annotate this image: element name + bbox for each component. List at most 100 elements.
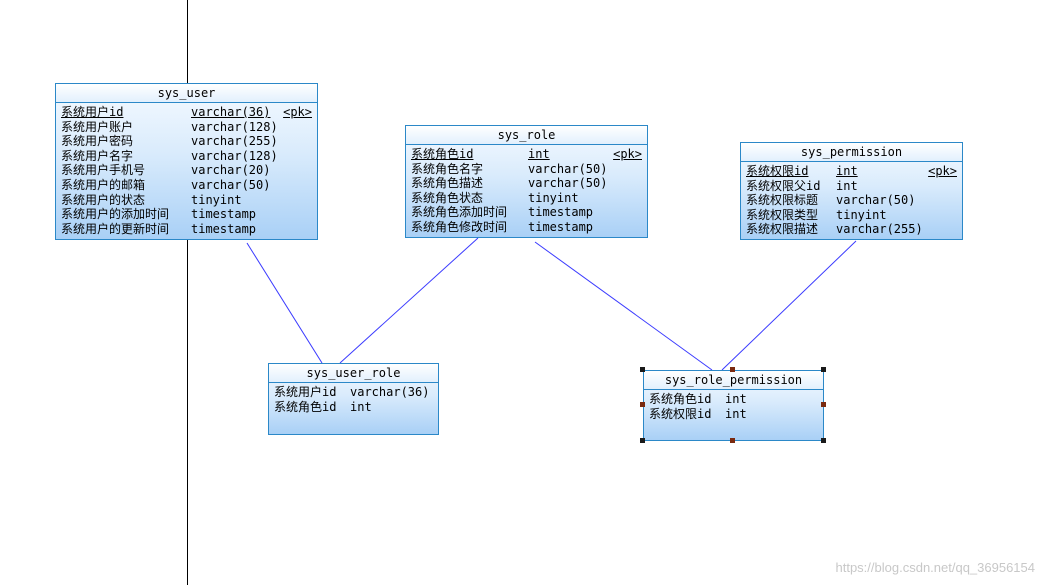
resize-handle-bottom-left[interactable] xyxy=(640,438,645,443)
vertical-guide-line xyxy=(187,0,188,585)
column-type: varchar(255) xyxy=(191,134,278,149)
column-name: 系统用户的邮箱 xyxy=(61,177,146,192)
column-row[interactable]: 系统用户id varchar(36) xyxy=(274,385,433,400)
column-type: varchar(50) xyxy=(528,176,608,191)
column-row[interactable]: 系统用户账户 varchar(128) xyxy=(61,120,312,135)
column-type: varchar(36) xyxy=(191,105,271,119)
link-role-to-user-role[interactable] xyxy=(339,237,479,364)
column-row[interactable]: 系统用户名字 varchar(128) xyxy=(61,149,312,164)
column-row[interactable]: 系统角色添加时间 timestamp xyxy=(411,205,642,220)
column-row[interactable]: 系统角色状态 tinyint xyxy=(411,191,642,206)
resize-handle-top-right[interactable] xyxy=(821,367,826,372)
column-name: 系统权限类型 xyxy=(746,207,819,222)
link-user-to-user-role[interactable] xyxy=(246,242,323,364)
column-type: varchar(50) xyxy=(191,177,271,192)
entity-columns: 系统角色id int 系统权限id int xyxy=(644,390,823,423)
column-name: 系统角色状态 xyxy=(411,190,484,205)
column-type: varchar(20) xyxy=(191,163,271,178)
resize-handle-right[interactable] xyxy=(821,402,826,407)
column-name: 系统角色添加时间 xyxy=(411,205,508,220)
entity-title: sys_permission xyxy=(741,143,962,162)
column-name: 系统权限id xyxy=(649,406,712,421)
column-name: 系统角色修改时间 xyxy=(411,219,508,234)
entity-title: sys_user_role xyxy=(269,364,438,383)
column-name: 系统用户名字 xyxy=(61,148,134,163)
column-row[interactable]: 系统权限类型 tinyint xyxy=(746,208,957,223)
column-type: timestamp xyxy=(191,207,257,222)
link-permission-to-role-permission[interactable] xyxy=(721,240,857,371)
column-type: varchar(128) xyxy=(191,119,278,134)
resize-handle-bottom-right[interactable] xyxy=(821,438,826,443)
column-name: 系统权限描述 xyxy=(746,222,819,237)
column-row[interactable]: 系统用户id varchar(36) <pk> xyxy=(61,105,312,120)
resize-handle-left[interactable] xyxy=(640,402,645,407)
column-row[interactable]: 系统用户手机号 varchar(20) xyxy=(61,163,312,178)
column-row[interactable]: 系统权限id int xyxy=(649,407,818,422)
resize-handle-top-left[interactable] xyxy=(640,367,645,372)
column-type: varchar(255) xyxy=(836,222,923,237)
link-role-to-role-permission[interactable] xyxy=(534,241,713,371)
column-name: 系统权限id xyxy=(746,164,809,178)
entity-sys-user[interactable]: sys_user 系统用户id varchar(36) <pk> 系统用户账户 varc… xyxy=(55,83,318,240)
column-row[interactable]: 系统角色id int xyxy=(649,392,818,407)
entity-title: sys_role_permission xyxy=(644,371,823,390)
column-row[interactable]: 系统用户的更新时间 timestamp xyxy=(61,222,312,237)
column-type: timestamp xyxy=(528,205,594,220)
column-type: varchar(36) xyxy=(350,385,430,399)
column-name: 系统用户id xyxy=(61,105,124,119)
watermark: https://blog.csdn.net/qq_36956154 xyxy=(835,560,1036,575)
column-row[interactable]: 系统用户的邮箱 varchar(50) xyxy=(61,178,312,193)
resize-handle-top[interactable] xyxy=(730,367,735,372)
column-name: 系统角色描述 xyxy=(411,176,484,191)
column-type: tinyint xyxy=(191,192,242,207)
column-row[interactable]: 系统角色描述 varchar(50) xyxy=(411,176,642,191)
entity-sys-role-permission[interactable]: sys_role_permission 系统角色id int 系统权限id int xyxy=(643,370,824,441)
column-name: 系统用户的更新时间 xyxy=(61,221,170,236)
column-type: int xyxy=(725,406,747,421)
column-name: 系统权限父id xyxy=(746,178,821,193)
column-name: 系统权限标题 xyxy=(746,193,819,208)
primary-key-marker: <pk> xyxy=(928,164,957,178)
column-type: timestamp xyxy=(191,221,257,236)
entity-title: sys_user xyxy=(56,84,317,103)
column-row[interactable]: 系统权限描述 varchar(255) xyxy=(746,222,957,237)
column-name: 系统用户密码 xyxy=(61,134,134,149)
column-type: int xyxy=(350,399,372,414)
column-row[interactable]: 系统用户密码 varchar(255) xyxy=(61,134,312,149)
column-type: tinyint xyxy=(836,207,887,222)
column-type: varchar(50) xyxy=(528,161,608,176)
column-row[interactable]: 系统权限标题 varchar(50) xyxy=(746,193,957,208)
column-name: 系统角色id xyxy=(649,392,712,406)
column-type: timestamp xyxy=(528,219,594,234)
column-type: int xyxy=(836,164,858,178)
column-row[interactable]: 系统用户的添加时间 timestamp xyxy=(61,207,312,222)
resize-handle-bottom[interactable] xyxy=(730,438,735,443)
column-row[interactable]: 系统用户的状态 tinyint xyxy=(61,193,312,208)
column-type: int xyxy=(725,392,747,406)
column-type: varchar(50) xyxy=(836,193,916,208)
primary-key-marker: <pk> xyxy=(613,147,642,161)
column-name: 系统用户账户 xyxy=(61,119,134,134)
primary-key-marker: <pk> xyxy=(283,105,312,119)
column-name: 系统用户id xyxy=(274,385,337,399)
column-row[interactable]: 系统角色修改时间 timestamp xyxy=(411,220,642,235)
column-name: 系统角色id xyxy=(411,147,474,161)
column-type: varchar(128) xyxy=(191,148,278,163)
column-row[interactable]: 系统权限id int <pk> xyxy=(746,164,957,179)
column-name: 系统用户手机号 xyxy=(61,163,146,178)
column-type: tinyint xyxy=(528,190,579,205)
column-name: 系统用户的状态 xyxy=(61,192,146,207)
column-name: 系统用户的添加时间 xyxy=(61,207,170,222)
